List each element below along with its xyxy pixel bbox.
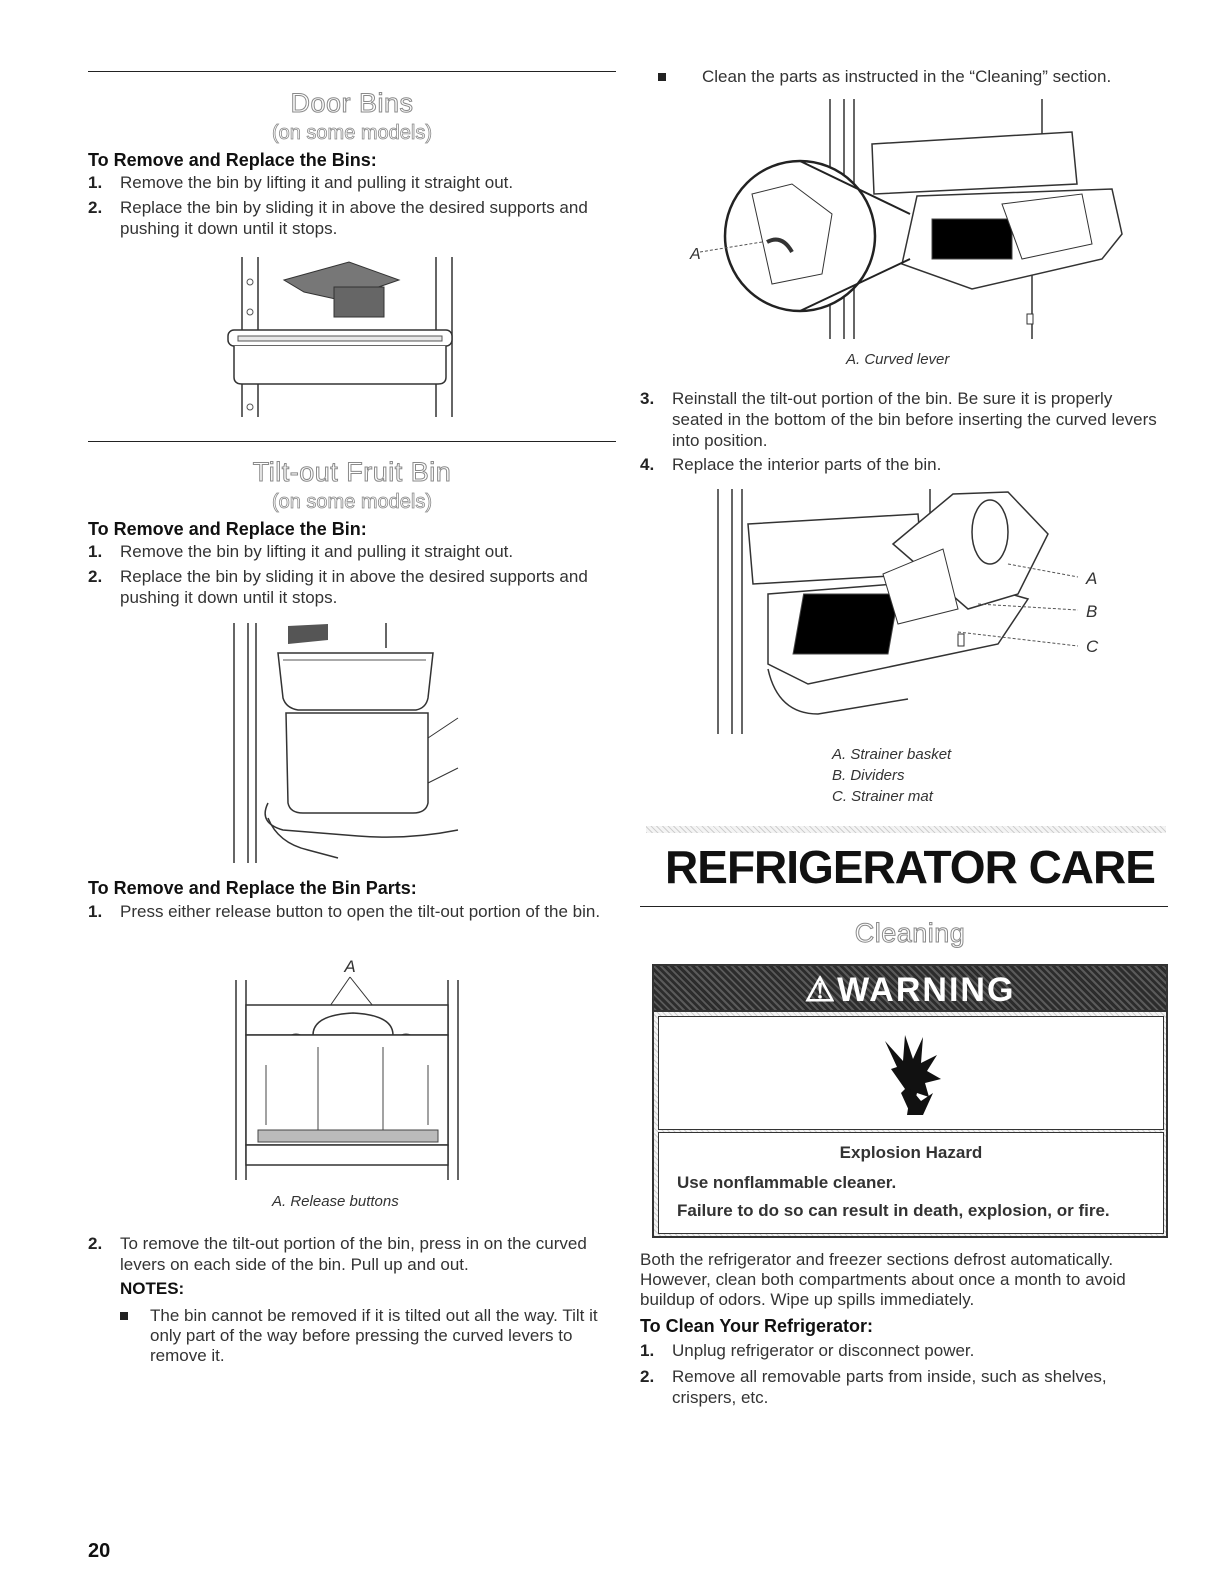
bin-parts-heading: To Remove and Replace the Bin Parts: <box>88 878 417 898</box>
fruit-bin-step-2: 2. Replace the bin by sliding it in abov… <box>88 567 588 607</box>
cleaning-paragraph: Both the refrigerator and freezer sectio… <box>640 1250 1126 1309</box>
curved-lever-illustration: A <box>689 99 1123 339</box>
notes-label: NOTES: <box>120 1279 185 1298</box>
fruit-bin-subtitle: (on some models) <box>271 491 433 514</box>
fruit-bin-title: Tilt-out Fruit Bin <box>252 457 452 488</box>
release-buttons-illustration: A <box>235 957 459 1180</box>
step-3: 3. Reinstall the tilt-out portion of the… <box>640 389 1157 450</box>
release-buttons-label: A <box>343 957 355 976</box>
page-number: 20 <box>88 1540 111 1562</box>
fruit-bin-heading: To Remove and Replace the Bin: <box>88 519 367 539</box>
strainer-parts-illustration: A B C <box>717 489 1099 734</box>
bin-parts-step-2: 2. To remove the tilt-out portion of the… <box>88 1234 587 1274</box>
hazard-title: Explosion Hazard <box>839 1143 983 1162</box>
section-rule <box>88 441 616 442</box>
curved-lever-label: A <box>689 246 701 263</box>
bin-parts-step-1: 1. Press either release button to open t… <box>88 902 601 921</box>
release-buttons-caption: A. Release buttons <box>272 1193 399 1210</box>
door-bins-title: Door Bins <box>290 88 414 119</box>
clean-refrigerator-heading: To Clean Your Refrigerator: <box>640 1316 874 1336</box>
warning-text-panel: Explosion Hazard Use nonflammable cleane… <box>658 1132 1164 1234</box>
clean-parts-bullet: Clean the parts as instructed in the “Cl… <box>658 67 1168 89</box>
door-bins-step-2: 2. Replace the bin by sliding it in abov… <box>88 198 588 238</box>
door-bins-heading: To Remove and Replace the Bins: <box>88 150 377 170</box>
explosion-icon <box>885 1035 941 1115</box>
strainer-label-a: A <box>1085 569 1097 588</box>
strainer-caption-a: A. Strainer basket <box>832 746 952 763</box>
hazard-line-1: Use nonflammable cleaner. <box>677 1173 897 1192</box>
section-rule <box>640 906 1168 907</box>
strainer-label-b: B <box>1086 602 1097 621</box>
warning-label: ⚠WARNING <box>804 971 1016 1009</box>
strainer-caption-c: C. Strainer mat <box>832 788 933 805</box>
section-rule <box>88 71 616 72</box>
door-bin-illustration <box>227 257 453 417</box>
chapter-rule <box>646 826 1166 833</box>
clean-step-1: 1. Unplug refrigerator or disconnect pow… <box>640 1341 975 1360</box>
cleaning-title: Cleaning <box>854 918 966 949</box>
fruit-bin-step-1: 1. Remove the bin by lifting it and pull… <box>88 542 514 561</box>
warning-icon-panel <box>658 1016 1164 1130</box>
fruit-bin-illustration <box>233 623 459 863</box>
strainer-label-c: C <box>1086 637 1099 656</box>
warning-triangle-icon: ⚠ <box>804 971 838 1009</box>
door-bins-subtitle: (on some models) <box>271 122 433 145</box>
warning-header: ⚠WARNING <box>652 964 1168 1012</box>
door-bins-step-1: 1. Remove the bin by lifting it and pull… <box>88 173 514 192</box>
warning-box: Explosion Hazard Use nonflammable cleane… <box>652 1010 1168 1238</box>
hazard-line-2: Failure to do so can result in death, ex… <box>677 1201 1110 1220</box>
strainer-caption-b: B. Dividers <box>832 767 905 784</box>
step-4: 4. Replace the interior parts of the bin… <box>640 455 942 474</box>
clean-step-2: 2. Remove all removable parts from insid… <box>640 1367 1107 1407</box>
chapter-title: REFRIGERATOR CARE <box>665 841 1156 893</box>
note-1: The bin cannot be removed if it is tilte… <box>120 1306 616 1368</box>
curved-lever-caption: A. Curved lever <box>846 351 950 368</box>
